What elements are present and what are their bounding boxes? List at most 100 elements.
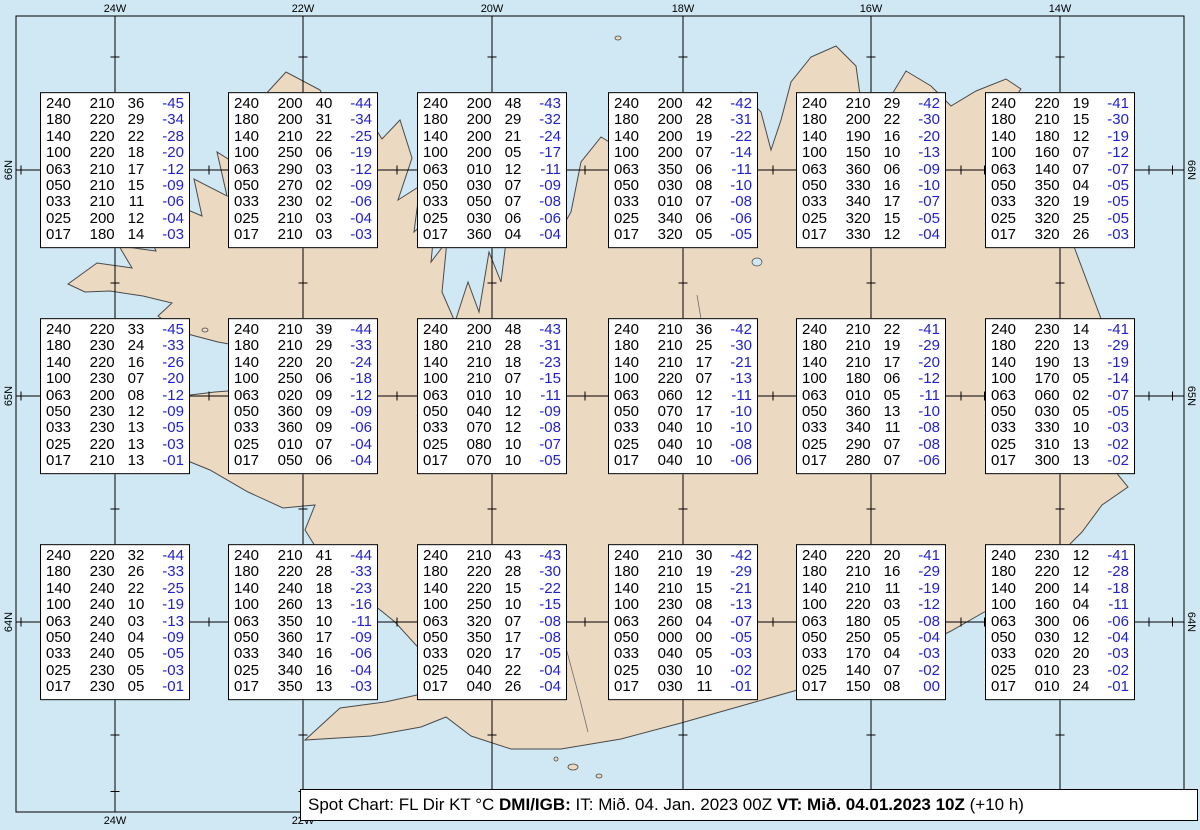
fl-value: 033 <box>234 645 260 663</box>
temp-value: -32 <box>539 111 561 129</box>
temp-value: -12 <box>162 160 184 178</box>
dir-value: 200 <box>466 95 492 113</box>
dir-value: 040 <box>657 419 683 437</box>
kt-value: 05 <box>695 226 713 244</box>
fl-value: 033 <box>46 419 72 437</box>
kt-value: 06 <box>504 210 522 228</box>
dir-value: 180 <box>845 612 871 630</box>
temp-value: -04 <box>162 210 184 228</box>
dir-value: 200 <box>466 111 492 129</box>
kt-value: 07 <box>504 370 522 388</box>
kt-value: 15 <box>127 177 145 195</box>
kt-value: 07 <box>695 193 713 211</box>
temp-value: -23 <box>539 353 561 371</box>
dir-value: 210 <box>277 547 303 565</box>
kt-value: 29 <box>883 95 901 113</box>
temp-value: -31 <box>730 111 752 129</box>
dir-value: 330 <box>845 177 871 195</box>
temp-value: -06 <box>730 452 752 470</box>
kt-value: 22 <box>315 127 333 145</box>
temp-value: -13 <box>730 370 752 388</box>
temp-value: -43 <box>539 95 561 113</box>
fl-value: 063 <box>802 612 828 630</box>
temp-value: -11 <box>919 386 940 404</box>
kt-value: 06 <box>883 160 901 178</box>
fl-value: 100 <box>614 144 640 162</box>
fl-value: 017 <box>802 678 828 696</box>
dir-value: 210 <box>845 353 871 371</box>
dir-value: 340 <box>845 419 871 437</box>
fl-value: 140 <box>423 127 449 145</box>
kt-value: 08 <box>695 177 713 195</box>
dir-value: 170 <box>1034 370 1060 388</box>
fl-value: 100 <box>234 144 260 162</box>
dir-value: 220 <box>845 547 871 565</box>
kt-value: 07 <box>695 370 713 388</box>
temp-value: -09 <box>539 177 561 195</box>
footer-bold-text: DMI/IGB: <box>499 795 571 814</box>
dir-value: 230 <box>89 563 115 581</box>
kt-value: 12 <box>504 160 522 178</box>
temp-value: -19 <box>1107 353 1129 371</box>
kt-value: 32 <box>127 547 145 565</box>
kt-value: 22 <box>127 127 145 145</box>
dir-value: 210 <box>657 563 683 581</box>
temp-value: -17 <box>539 144 561 162</box>
temp-value: -33 <box>162 563 184 581</box>
kt-value: 13 <box>1072 452 1090 470</box>
dir-value: 220 <box>89 547 115 565</box>
dir-value: 250 <box>277 370 303 388</box>
dir-value: 040 <box>657 452 683 470</box>
dir-value: 010 <box>1034 678 1060 696</box>
dir-value: 010 <box>1034 662 1060 680</box>
fl-value: 063 <box>614 612 640 630</box>
dir-value: 200 <box>466 321 492 339</box>
dir-value: 200 <box>657 111 683 129</box>
kt-value: 13 <box>1072 353 1090 371</box>
temp-value: -41 <box>918 321 940 339</box>
kt-value: 48 <box>504 95 522 113</box>
dir-value: 210 <box>845 563 871 581</box>
kt-value: 07 <box>315 436 333 454</box>
fl-value: 063 <box>234 612 260 630</box>
dir-value: 220 <box>89 321 115 339</box>
temp-value: -29 <box>918 563 940 581</box>
temp-value: -01 <box>1107 678 1129 696</box>
fl-value: 025 <box>423 210 449 228</box>
temp-value: -11 <box>731 386 752 404</box>
dir-value: 030 <box>1034 403 1060 421</box>
fl-value: 050 <box>991 629 1017 647</box>
kt-value: 07 <box>504 193 522 211</box>
dir-value: 220 <box>89 353 115 371</box>
fl-value: 100 <box>234 596 260 614</box>
fl-value: 033 <box>991 419 1017 437</box>
dir-value: 030 <box>657 177 683 195</box>
temp-value: -13 <box>918 144 940 162</box>
fl-value: 017 <box>46 226 72 244</box>
fl-value: 100 <box>46 370 72 388</box>
temp-value: -03 <box>730 645 752 663</box>
kt-value: 07 <box>504 612 522 630</box>
temp-value: -03 <box>162 436 184 454</box>
fl-value: 063 <box>991 612 1017 630</box>
temp-value: -11 <box>540 386 561 404</box>
fl-value: 100 <box>802 144 828 162</box>
dir-value: 070 <box>657 403 683 421</box>
temp-value: 00 <box>923 678 940 696</box>
